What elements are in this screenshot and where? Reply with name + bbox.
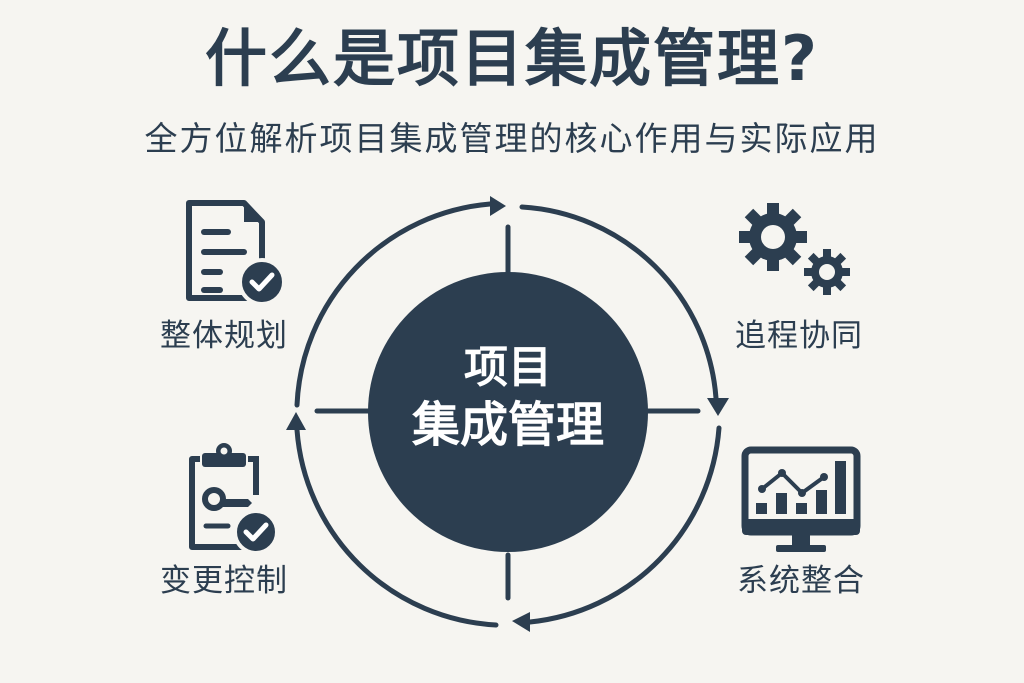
label-system-integration: 系统整合 (737, 563, 865, 599)
center-label-line2: 集成管理 (411, 397, 604, 453)
clipboard-key-check-icon (189, 443, 279, 555)
arrow-up-icon (286, 412, 306, 430)
page-subtitle: 全方位解析项目集成管理的核心作用与实际应用 (144, 119, 880, 158)
arrow-left-icon (512, 612, 530, 632)
arc-bottom-left (294, 427, 499, 628)
arrow-right-icon (490, 196, 506, 216)
gears-icon (739, 203, 850, 295)
arc-bottom-right (527, 425, 722, 625)
arc-top-right (519, 204, 719, 401)
center-label-line1: 项目 (464, 342, 552, 393)
document-check-icon (186, 200, 286, 306)
page-title: 什么是项目集成管理? (205, 22, 819, 95)
arc-top-left (294, 201, 493, 408)
arrow-down-icon (707, 398, 729, 416)
center-label: 项目 集成管理 (368, 340, 648, 455)
arrowheads (286, 196, 729, 632)
monitor-chart-icon (741, 446, 861, 552)
label-process-coordination: 追程协同 (735, 318, 863, 354)
label-overall-planning: 整体规划 (160, 318, 288, 354)
label-change-control: 变更控制 (160, 563, 288, 599)
center-disk (368, 272, 648, 552)
